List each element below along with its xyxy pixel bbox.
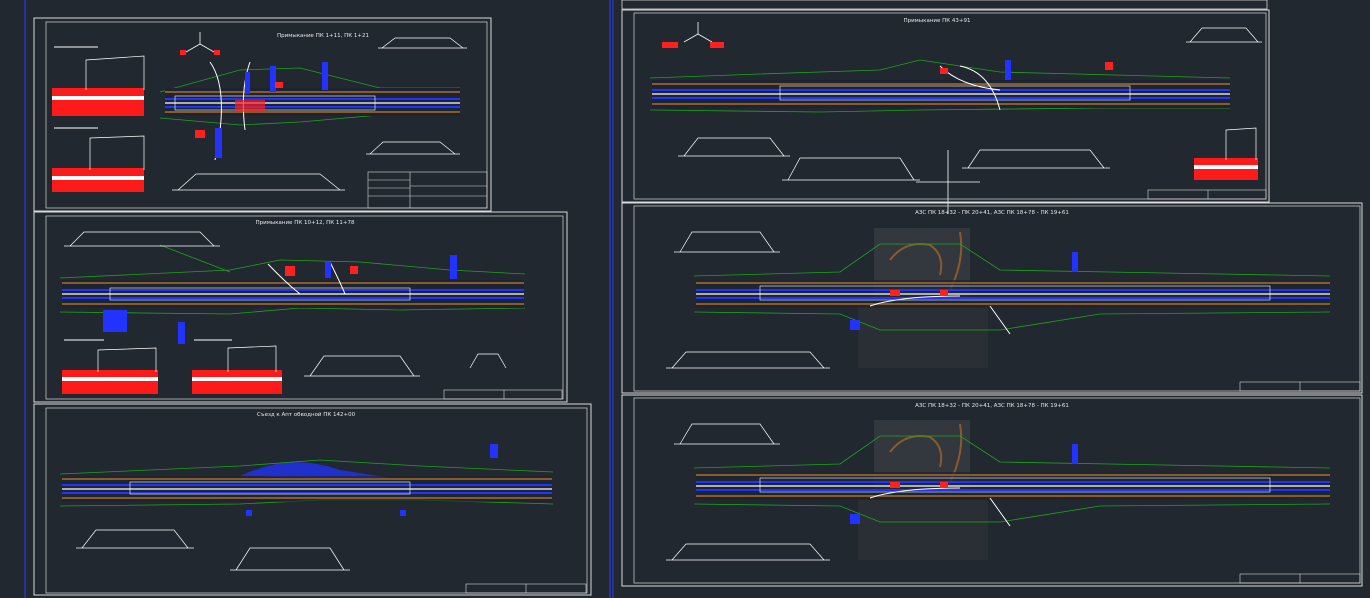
sheet-6[interactable]: АЗС ПК 18+32 - ПК 20+41, АЗС ПК 18+78 - … xyxy=(621,394,1363,587)
sheet-3-title: Съезд к Апт обводной ПК 142+00 xyxy=(257,411,356,418)
sheet-1-border xyxy=(33,17,492,212)
sheet-4-border xyxy=(621,9,1270,203)
sheet-6-title: АЗС ПК 18+32 - ПК 20+41, АЗС ПК 18+78 - … xyxy=(915,403,1069,409)
sheet-1[interactable]: Примыкание ПК 1+11, ПК 1+21 xyxy=(33,17,492,212)
sheet-6-frame xyxy=(633,397,1361,584)
sheet-5-cross-sections xyxy=(666,231,830,369)
sheet-5-title: АЗС ПК 18+32 - ПК 20+41, АЗС ПК 18+78 - … xyxy=(915,210,1069,216)
sheet-3-title-block xyxy=(465,583,587,594)
sheet-1-road-plan xyxy=(159,61,461,161)
sheet-5-title-block xyxy=(1239,381,1361,392)
sheet-1-frame xyxy=(45,21,488,209)
sheet-4-title-block xyxy=(1147,189,1267,200)
sheet-6-border xyxy=(621,394,1363,587)
sheet-2-border xyxy=(33,211,568,403)
sheet-3[interactable]: Съезд к Апт обводной ПК 142+00 xyxy=(33,403,592,596)
sheet-3-cross-sections xyxy=(76,529,350,571)
sheet-5[interactable]: АЗС ПК 18+32 - ПК 20+41, АЗС ПК 18+78 - … xyxy=(621,202,1363,394)
sheet-2-frame xyxy=(45,215,564,400)
sheet-4-junction-symbol xyxy=(662,22,724,48)
sheet-4-frame xyxy=(633,12,1267,200)
sheet-6-road-plan xyxy=(693,435,1331,527)
sheet-4-road-plan xyxy=(649,59,1231,113)
sheet-2-longitudinal-profiles xyxy=(62,339,282,394)
sheet-5-frame xyxy=(633,205,1361,392)
sheet-2-title: Примыкание ПК 10+12, ПК 11+78 xyxy=(256,220,355,226)
sheet-1-title-block xyxy=(367,171,488,209)
sheet-3-road-plan xyxy=(59,444,554,516)
sheet-6-title-block xyxy=(1239,573,1361,584)
sheet-6-cross-sections xyxy=(666,423,830,561)
sheet-4-cross-sections xyxy=(678,27,1262,181)
sheet-4[interactable]: Примыкание ПК 43+91 xyxy=(621,0,1270,203)
sheet-2-road-plan xyxy=(59,244,526,344)
sheet-4-top-edge xyxy=(621,0,1268,10)
sheet-5-border xyxy=(621,202,1363,394)
sheet-3-border xyxy=(33,403,592,596)
sheet-3-frame xyxy=(45,407,588,594)
sheet-4-longitudinal-profile xyxy=(1194,127,1258,180)
sheet-2-cross-sections xyxy=(64,231,507,377)
sheet-4-title: Примыкание ПК 43+91 xyxy=(903,18,970,24)
sheet-1-title: Примыкание ПК 1+11, ПК 1+21 xyxy=(277,33,369,39)
sheet-2-title-block xyxy=(443,389,563,400)
sheet-1-cross-sections xyxy=(172,37,467,191)
sheet-2[interactable]: Примыкание ПК 10+12, ПК 11+78 xyxy=(33,211,568,403)
sheet-5-road-plan xyxy=(693,243,1331,335)
sheet-1-longitudinal-profiles xyxy=(52,46,145,192)
sheet-1-junction-symbol xyxy=(180,32,220,55)
